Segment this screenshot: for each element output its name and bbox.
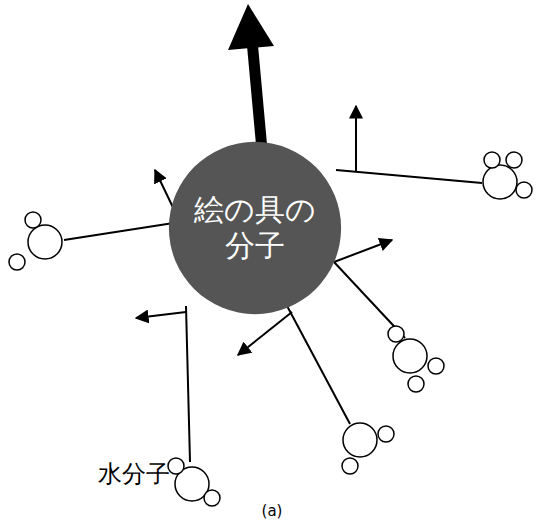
resultant-arrowhead	[228, 4, 274, 50]
water-molecules	[9, 152, 532, 506]
part-label: 水分子	[98, 458, 170, 490]
resultant-arrow	[252, 40, 262, 150]
molecule-label: 絵の具の 分子	[190, 192, 320, 264]
paint-molecule: 絵の具の 分子	[168, 141, 342, 315]
collision-lines	[64, 106, 482, 462]
figure-caption: (a)	[262, 502, 283, 520]
